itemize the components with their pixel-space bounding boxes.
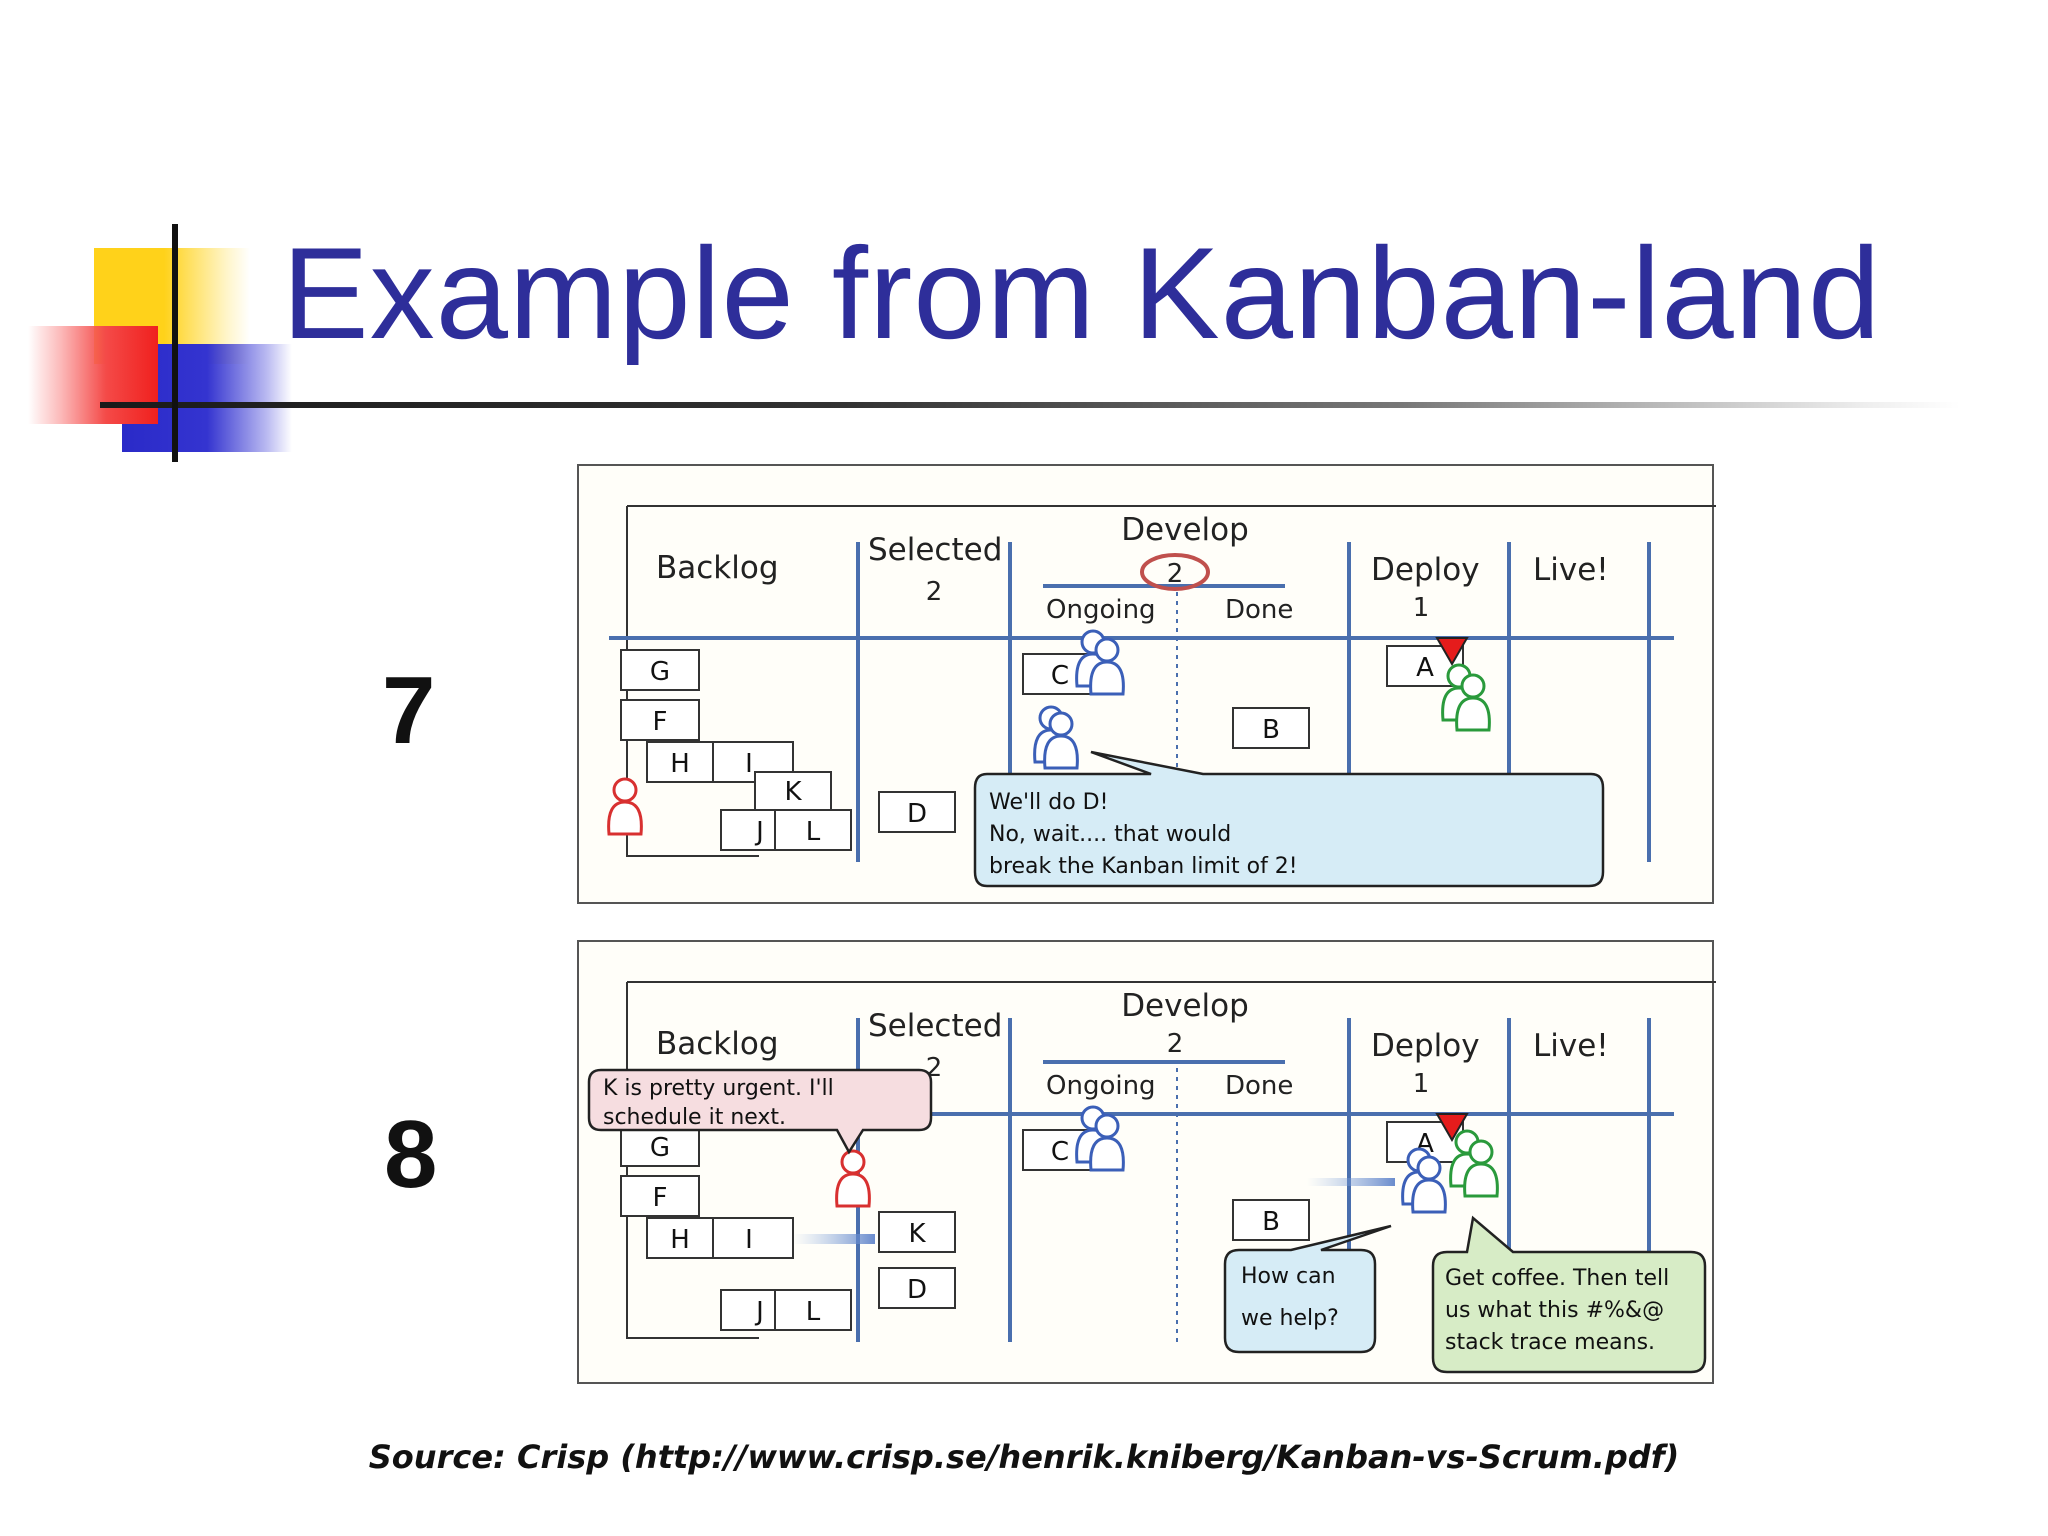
card-K: K [754, 771, 832, 811]
ops-team-icon [1449, 1129, 1499, 1198]
svg-text:we help?: we help? [1241, 1306, 1339, 1331]
card-D: D [878, 1267, 956, 1309]
svg-text:Get coffee. Then tell: Get coffee. Then tell [1445, 1266, 1669, 1291]
lane-header-live: Live! [1533, 1028, 1609, 1064]
card-L: L [774, 809, 852, 851]
svg-text:schedule it next.: schedule it next. [603, 1105, 786, 1130]
lane-header-deploy: Deploy [1371, 552, 1480, 588]
svg-text:H: H [670, 749, 690, 779]
svg-text:J: J [754, 817, 764, 847]
card-I: I [712, 1217, 794, 1259]
title-underline [100, 402, 1960, 408]
lane-header-develop: Develop [1121, 988, 1249, 1024]
svg-text:break the Kanban limit of 2!: break the Kanban limit of 2! [989, 854, 1298, 879]
card-B: B [1232, 1199, 1310, 1241]
blocked-flag-icon [1435, 637, 1469, 667]
svg-text:B: B [1262, 1207, 1280, 1237]
wip-limit-deploy: 1 [1413, 593, 1430, 623]
speech-bubble-ops: Get coffee. Then tell us what this #%&@ … [1431, 1215, 1707, 1374]
sub-header-done: Done [1225, 595, 1293, 625]
title-decor-vertical-line [172, 224, 178, 462]
slide-title: Example from Kanban-land [282, 220, 1882, 366]
card-H: H [646, 1217, 714, 1259]
wip-limit-develop: 2 [1167, 1029, 1184, 1059]
lane-header-backlog: Backlog [656, 1026, 779, 1062]
lane-header-selected: Selected [868, 532, 1002, 568]
sub-header-done: Done [1225, 1071, 1293, 1101]
svg-text:G: G [650, 657, 670, 687]
svg-text:No, wait.... that would: No, wait.... that would [989, 822, 1231, 847]
lane-header-live: Live! [1533, 552, 1609, 588]
card-F: F [620, 1175, 700, 1217]
svg-text:A: A [1416, 653, 1434, 683]
svg-text:How can: How can [1241, 1264, 1336, 1289]
card-J: J [720, 809, 776, 851]
card-D: D [878, 791, 956, 833]
svg-text:C: C [1051, 1137, 1069, 1167]
speech-bubble-product-owner: K is pretty urgent. I'll schedule it nex… [587, 1068, 933, 1155]
step-number-8: 8 [384, 1101, 438, 1208]
svg-text:I: I [745, 749, 753, 779]
lane-header-backlog: Backlog [656, 550, 779, 586]
sub-header-ongoing: Ongoing [1046, 1071, 1156, 1101]
svg-text:K is pretty urgent. I'll: K is pretty urgent. I'll [603, 1076, 834, 1101]
step-number-7: 7 [382, 657, 436, 764]
kanban-panel-7: Backlog Selected 2 Develop 2 Ongoing Don… [577, 464, 1716, 904]
developer-team-icon [1033, 705, 1079, 770]
svg-text:I: I [745, 1225, 753, 1255]
svg-text:C: C [1051, 661, 1069, 691]
svg-text:L: L [806, 817, 821, 847]
svg-text:K: K [784, 777, 802, 807]
svg-text:K: K [908, 1219, 926, 1249]
card-K: K [878, 1211, 956, 1253]
card-H: H [646, 741, 714, 783]
svg-text:stack trace means.: stack trace means. [1445, 1330, 1655, 1355]
svg-text:F: F [653, 707, 668, 737]
lane-header-deploy: Deploy [1371, 1028, 1480, 1064]
svg-text:us what this #%&@: us what this #%&@ [1445, 1298, 1664, 1323]
card-L: L [774, 1289, 852, 1331]
developer-team-icon [1075, 1105, 1125, 1172]
product-owner-icon [835, 1149, 871, 1208]
svg-text:D: D [907, 1275, 927, 1305]
svg-text:B: B [1262, 715, 1280, 745]
sub-header-ongoing: Ongoing [1046, 595, 1156, 625]
source-citation: Source: Crisp (http://www.crisp.se/henri… [368, 1438, 1680, 1476]
wip-limit-develop: 2 [1167, 559, 1184, 589]
svg-text:J: J [754, 1297, 764, 1327]
svg-text:F: F [653, 1183, 668, 1213]
kanban-board-8: Backlog Selected 2 Develop 2 Ongoing Don… [587, 981, 1716, 1374]
svg-text:G: G [650, 1133, 670, 1163]
ops-team-icon [1441, 663, 1491, 732]
speech-bubble-developers: How can we help? [1223, 1224, 1392, 1354]
lane-header-selected: Selected [868, 1008, 1002, 1044]
card-J: J [720, 1289, 776, 1331]
wip-limit-deploy: 1 [1413, 1069, 1430, 1099]
board-outline [626, 505, 1716, 857]
wip-limit-selected: 2 [926, 577, 943, 607]
product-owner-icon [607, 777, 643, 836]
speech-bubble-developers: We'll do D! No, wait.... that would brea… [973, 750, 1605, 888]
lane-header-develop: Develop [1121, 512, 1249, 548]
developer-team-icon [1075, 629, 1125, 696]
title-decor-red-square [28, 326, 158, 424]
svg-text:D: D [907, 799, 927, 829]
svg-text:We'll do D!: We'll do D! [989, 790, 1108, 815]
wip-limit-circle-highlight [1140, 553, 1210, 591]
card-G: G [620, 649, 700, 691]
svg-text:L: L [806, 1297, 821, 1327]
kanban-panel-8: Backlog Selected 2 Develop 2 Ongoing Don… [577, 940, 1716, 1384]
card-move-motion-trail [793, 1234, 875, 1244]
developers-motion-trail [1307, 1178, 1395, 1186]
svg-text:H: H [670, 1225, 690, 1255]
kanban-board-7: Backlog Selected 2 Develop 2 Ongoing Don… [607, 505, 1716, 888]
card-G: G [620, 1125, 700, 1167]
card-F: F [620, 699, 700, 741]
card-B: B [1232, 707, 1310, 749]
blocked-flag-icon [1435, 1113, 1469, 1143]
